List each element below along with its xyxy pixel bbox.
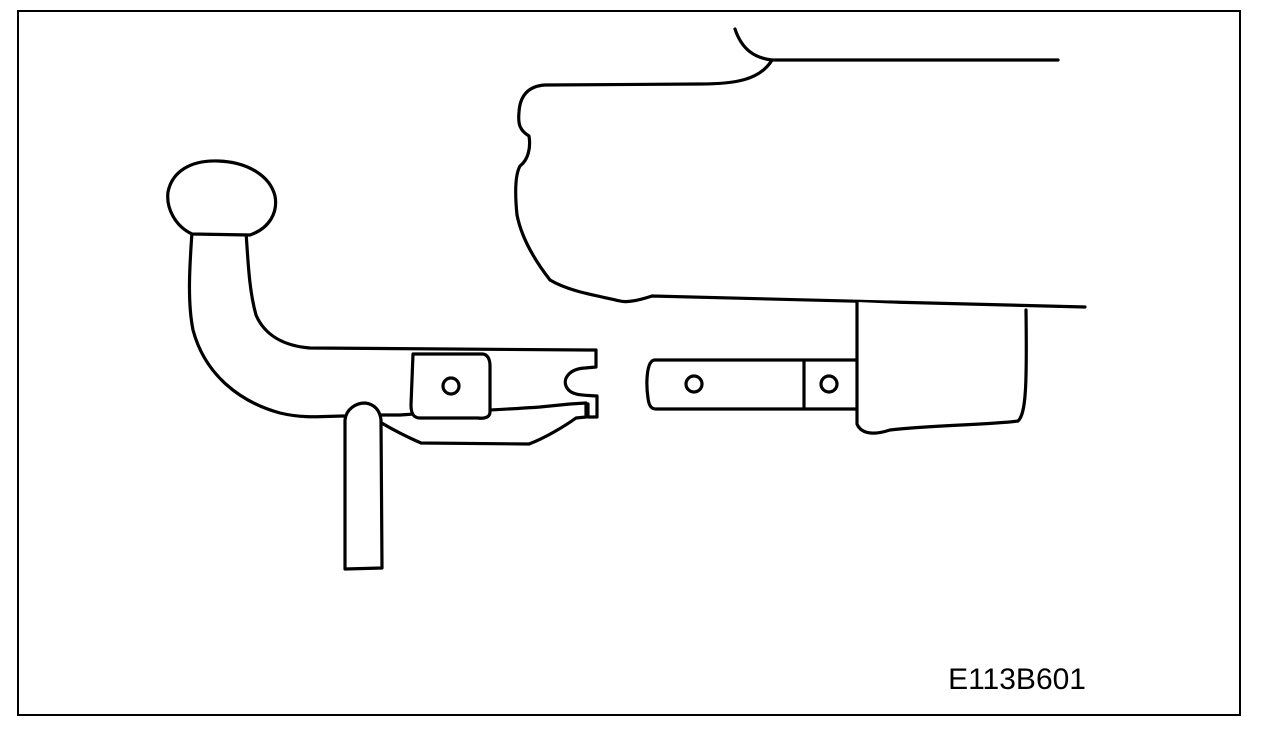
receiver-bolt-hole-front	[684, 374, 704, 394]
tow-ball-assembly	[166, 159, 599, 571]
locking-plate-bolt-hole	[441, 376, 461, 396]
tow-ball-neck	[187, 230, 346, 419]
tow-arm-upper	[244, 230, 599, 419]
figure-code: E113B601	[948, 663, 1086, 696]
locking-plate	[409, 352, 492, 420]
receiver-bracket	[855, 300, 1028, 435]
tow-ball	[166, 159, 278, 237]
receiver-tongue	[645, 358, 858, 411]
receiver-bolt-hole-rear	[819, 374, 839, 394]
vehicle-body	[514, 27, 1087, 309]
figure-frame	[17, 10, 1241, 716]
support-post	[343, 401, 384, 571]
